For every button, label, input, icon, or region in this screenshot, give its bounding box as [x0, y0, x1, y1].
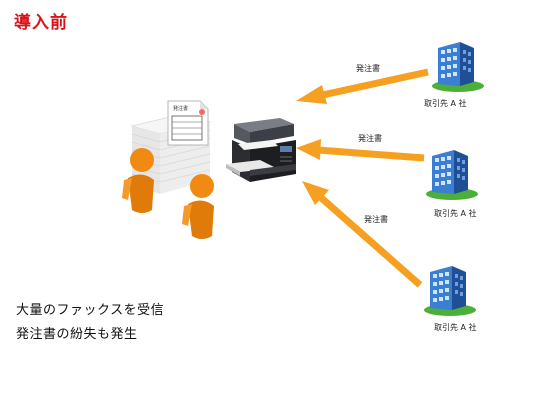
arrow-middle	[296, 139, 425, 162]
company-label-middle: 取引先 A 社	[434, 209, 477, 218]
person-icon	[182, 174, 214, 239]
company-label-top: 取引先 A 社	[424, 99, 467, 108]
company-building-icon	[432, 42, 484, 92]
company-building-icon	[424, 266, 476, 316]
edge-label-middle: 発注書	[358, 134, 382, 143]
company-building-icon	[426, 150, 478, 200]
description-line-1: 大量のファックスを受信	[16, 303, 165, 318]
fax-machine-icon	[226, 118, 296, 182]
arrow-top	[296, 68, 429, 104]
arrow-bottom	[302, 181, 423, 288]
edge-label-bottom: 発注書	[364, 215, 388, 224]
page-title: 導入前	[14, 13, 68, 33]
edge-label-top: 発注書	[356, 64, 380, 73]
person-icon	[122, 148, 154, 213]
company-label-bottom: 取引先 A 社	[434, 323, 477, 332]
description-line-2: 発注書の紛失も発生	[16, 327, 138, 342]
document-label: 発注書	[173, 105, 188, 112]
document-icon: 発注書	[167, 100, 209, 146]
